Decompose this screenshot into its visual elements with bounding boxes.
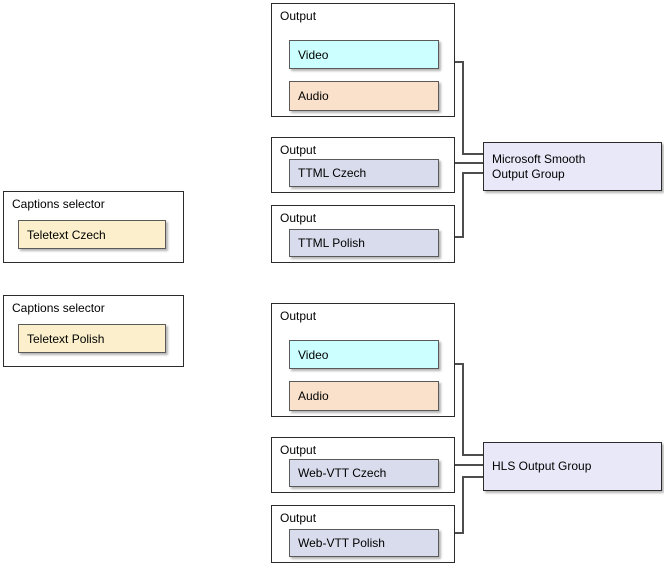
connector-line [455,162,483,164]
connector-line [462,172,464,238]
connector-line [455,464,483,466]
connector-line [462,363,464,456]
audio-box: Audio [289,381,439,411]
ttml-czech-box: TTML Czech [289,159,439,187]
output-title: Output [280,211,317,225]
connector-line [455,61,464,63]
output-box-webvtt-polish: Output Web-VTT Polish [271,505,455,563]
output-box-av-2: Output Video Audio [271,303,455,417]
output-title: Output [280,443,317,457]
microsoft-smooth-group-box: Microsoft Smooth Output Group [483,142,662,191]
video-box: Video [289,40,439,69]
teletext-czech-box: Teletext Czech [18,220,166,249]
microsoft-smooth-group-label: Microsoft Smooth Output Group [492,151,586,181]
output-box-ttml-czech: Output TTML Czech [271,137,455,193]
hls-group-label: HLS Output Group [492,459,592,473]
teletext-czech-label: Teletext Czech [27,227,106,242]
webvtt-czech-label: Web-VTT Czech [298,466,387,480]
output-title: Output [280,143,317,157]
captions-selector-box-czech: Captions selector Teletext Czech [3,191,184,263]
connector-line [455,236,464,238]
webvtt-polish-label: Web-VTT Polish [298,536,385,550]
webvtt-czech-box: Web-VTT Czech [289,459,439,487]
output-box-av-1: Output Video Audio [271,3,455,117]
teletext-polish-label: Teletext Polish [27,331,105,346]
audio-label: Audio [298,89,329,103]
audio-label: Audio [298,389,329,403]
connector-line [462,172,483,174]
video-label: Video [298,47,329,62]
audio-box: Audio [289,81,439,111]
captions-selector-title: Captions selector [12,301,105,315]
connector-line [462,454,483,456]
ttml-czech-label: TTML Czech [298,166,367,180]
hls-group-box: HLS Output Group [483,442,662,491]
connector-line [455,532,464,534]
connector-line [455,363,464,365]
captions-selector-box-polish: Captions selector Teletext Polish [3,295,184,367]
ttml-polish-box: TTML Polish [289,229,439,257]
connector-line [462,476,464,534]
teletext-polish-box: Teletext Polish [18,324,166,353]
video-box: Video [289,340,439,369]
video-label: Video [298,347,329,362]
output-title: Output [280,511,317,525]
connector-line [462,61,464,155]
output-box-ttml-polish: Output TTML Polish [271,205,455,263]
output-title: Output [280,9,317,23]
connector-line [462,153,483,155]
output-box-webvtt-czech: Output Web-VTT Czech [271,437,455,493]
connector-line [462,476,483,478]
captions-selector-title: Captions selector [12,197,105,211]
ttml-polish-label: TTML Polish [298,236,365,250]
webvtt-polish-box: Web-VTT Polish [289,529,439,557]
output-title: Output [280,309,317,323]
